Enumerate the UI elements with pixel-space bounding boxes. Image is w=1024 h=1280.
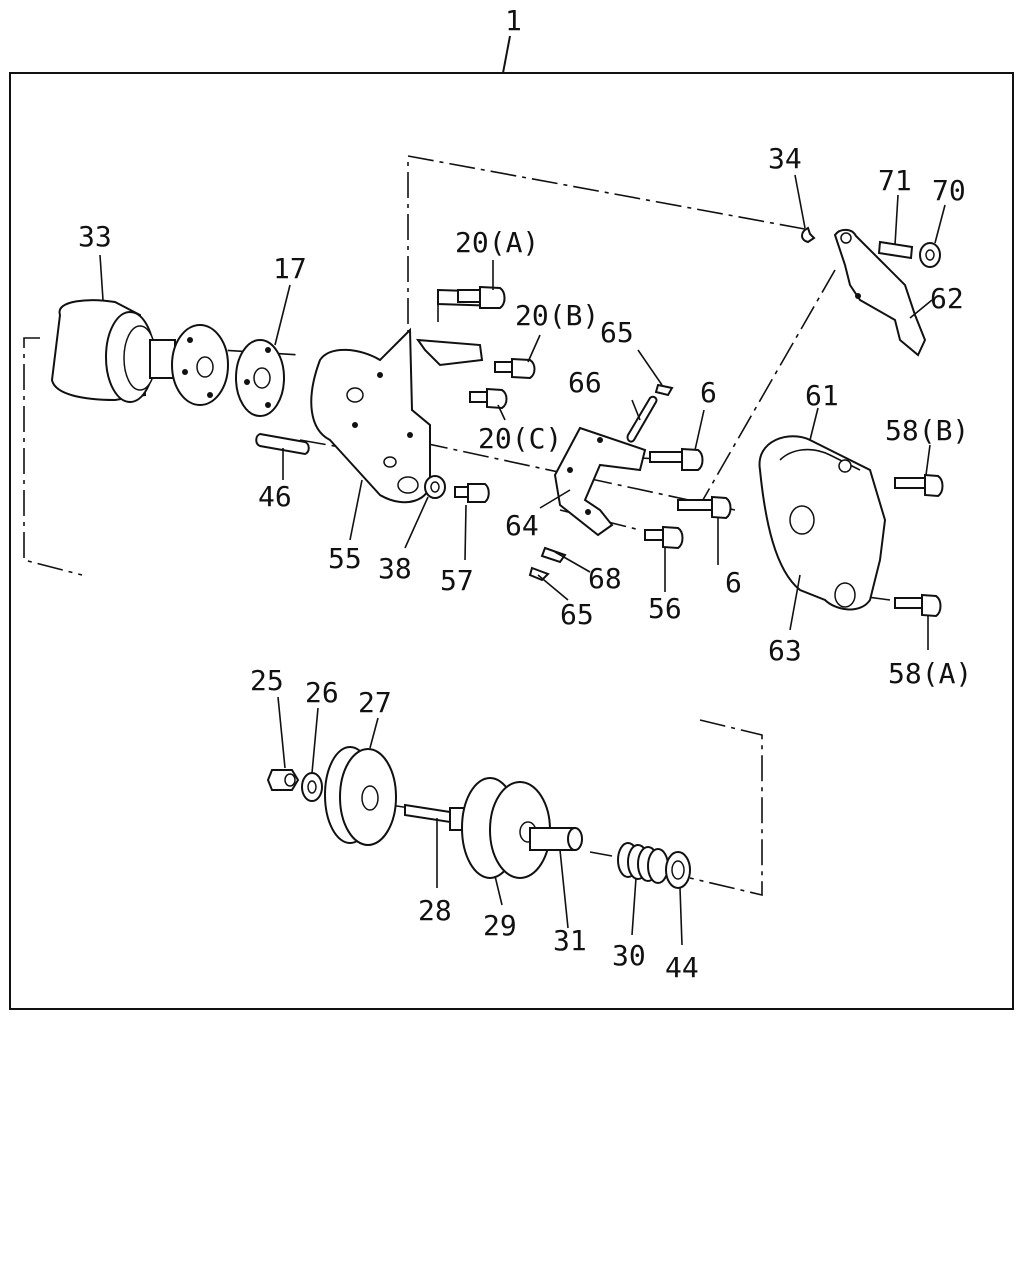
label-56: 56 bbox=[648, 592, 682, 625]
part-55-bracket bbox=[310, 327, 432, 504]
part-34-clip bbox=[801, 226, 816, 244]
label-58a: 58(A) bbox=[888, 657, 972, 690]
label-34: 34 bbox=[768, 142, 802, 175]
part-28-threaded-shaft bbox=[404, 803, 466, 831]
label-27: 27 bbox=[358, 686, 392, 719]
label-64: 64 bbox=[505, 509, 539, 542]
assembly-frame bbox=[9, 72, 1014, 1010]
label-65-bottom: 65 bbox=[560, 598, 594, 631]
label-31: 31 bbox=[553, 924, 587, 957]
label-20c: 20(C) bbox=[478, 422, 562, 455]
part-70-nut bbox=[919, 242, 941, 268]
part-58-bolts bbox=[894, 473, 944, 618]
part-33-motor bbox=[50, 299, 229, 406]
part-17-gasket bbox=[235, 339, 285, 417]
label-6-top: 6 bbox=[700, 376, 717, 409]
part-25-nut bbox=[266, 769, 300, 791]
label-20a: 20(A) bbox=[455, 226, 539, 259]
label-66: 66 bbox=[568, 366, 602, 399]
part-30-spring bbox=[617, 842, 669, 884]
leader-lines bbox=[99, 174, 946, 946]
part-6-bolts bbox=[649, 447, 732, 520]
part-71-bolt bbox=[877, 240, 914, 260]
label-28: 28 bbox=[418, 894, 452, 927]
label-25: 25 bbox=[250, 664, 284, 697]
label-17: 17 bbox=[273, 252, 307, 285]
part-64-bracket bbox=[553, 426, 647, 537]
part-63-cover bbox=[758, 435, 887, 611]
label-57: 57 bbox=[440, 564, 474, 597]
label-58b: 58(B) bbox=[885, 414, 969, 447]
label-20b: 20(B) bbox=[515, 299, 599, 332]
part-38-washer bbox=[424, 475, 446, 499]
assembly-label: 1 bbox=[505, 4, 522, 37]
phantom-lines bbox=[23, 155, 891, 897]
label-30: 30 bbox=[612, 939, 646, 972]
part-20-bolts bbox=[415, 285, 536, 410]
part-29-pulley bbox=[461, 777, 551, 879]
part-44-ring bbox=[665, 851, 691, 889]
part-27-pulley bbox=[324, 746, 397, 846]
label-26: 26 bbox=[305, 676, 339, 709]
part-57-bolt bbox=[454, 483, 490, 503]
label-55: 55 bbox=[328, 542, 362, 575]
label-61: 61 bbox=[805, 379, 839, 412]
label-6-bottom: 6 bbox=[725, 566, 742, 599]
label-65-top: 65 bbox=[600, 316, 634, 349]
part-65-clips bbox=[528, 383, 674, 582]
part-26-washer bbox=[301, 772, 323, 802]
part-labels: 33 17 20(A) 20(B) 20(C) 46 55 38 57 65 6… bbox=[78, 142, 972, 984]
part-46-pin bbox=[255, 432, 310, 456]
label-71: 71 bbox=[878, 164, 912, 197]
label-33: 33 bbox=[78, 220, 112, 253]
part-62-lever bbox=[833, 228, 927, 357]
label-62: 62 bbox=[930, 282, 964, 315]
label-68: 68 bbox=[588, 562, 622, 595]
label-44: 44 bbox=[665, 951, 699, 984]
label-46: 46 bbox=[258, 480, 292, 513]
label-63: 63 bbox=[768, 634, 802, 667]
part-56-bolt bbox=[644, 525, 684, 550]
label-70: 70 bbox=[932, 174, 966, 207]
part-66-pin bbox=[626, 395, 658, 443]
label-29: 29 bbox=[483, 909, 517, 942]
label-38: 38 bbox=[378, 552, 412, 585]
part-31-shaft bbox=[529, 827, 583, 851]
